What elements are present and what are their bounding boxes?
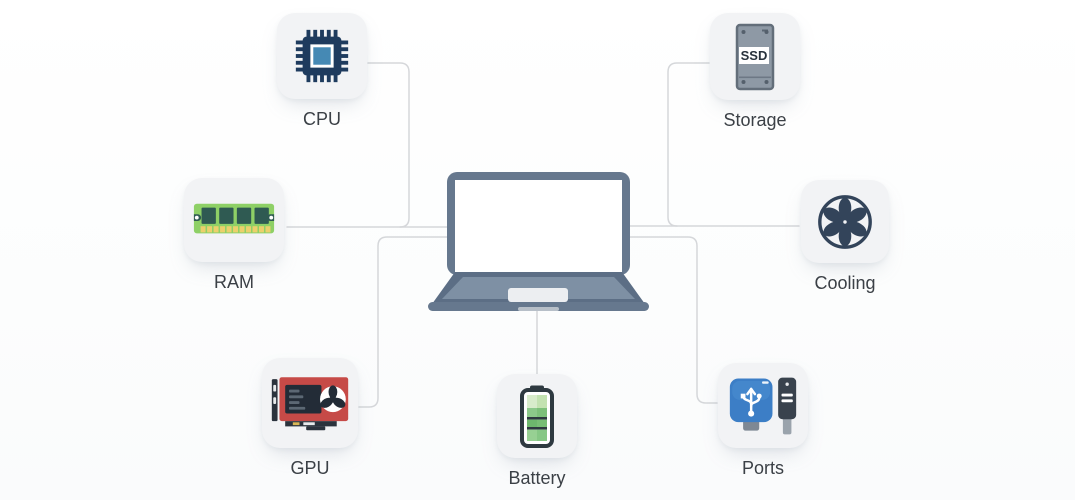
battery-label: Battery [508,468,566,488]
usb-ports-icon [729,377,797,434]
node-gpu: GPU [240,358,380,479]
ram-card [184,178,284,262]
fan-icon [818,194,872,249]
node-storage: SSD Storage [685,13,825,131]
laptop-touchpad [508,288,568,302]
ssd-label-text: SSD [741,48,768,63]
laptop-screen [455,180,622,275]
storage-label: Storage [723,110,787,130]
node-cooling: Cooling [775,180,915,294]
gpu-card [262,358,358,448]
cpu-connector-line [367,62,410,228]
battery-card [497,374,577,458]
gpu-connector-line [358,236,453,408]
laptop-base-bar [428,302,649,311]
ram-module-icon [193,203,275,234]
node-battery: Battery [467,374,607,489]
cpu-label: CPU [302,109,341,129]
storage-connector-line [667,62,710,227]
ram-label: RAM [214,272,254,292]
cpu-chip-icon [295,29,349,83]
graphics-card-icon [271,377,349,431]
laptop-illustration [428,172,649,311]
ports-connector-line [625,236,718,404]
node-cpu: CPU [252,13,392,130]
battery-icon [520,385,554,448]
gpu-label: GPU [290,458,330,478]
node-ram: RAM [164,178,304,293]
laptop-base-notch [518,307,559,311]
cooling-label: Cooling [814,273,876,293]
ports-card [718,363,808,448]
cpu-card [277,13,367,99]
cooling-card [801,180,889,263]
ports-label: Ports [741,458,784,478]
node-ports: Ports [693,363,833,479]
ssd-drive-icon: SSD [735,23,775,90]
storage-card: SSD [710,13,800,100]
